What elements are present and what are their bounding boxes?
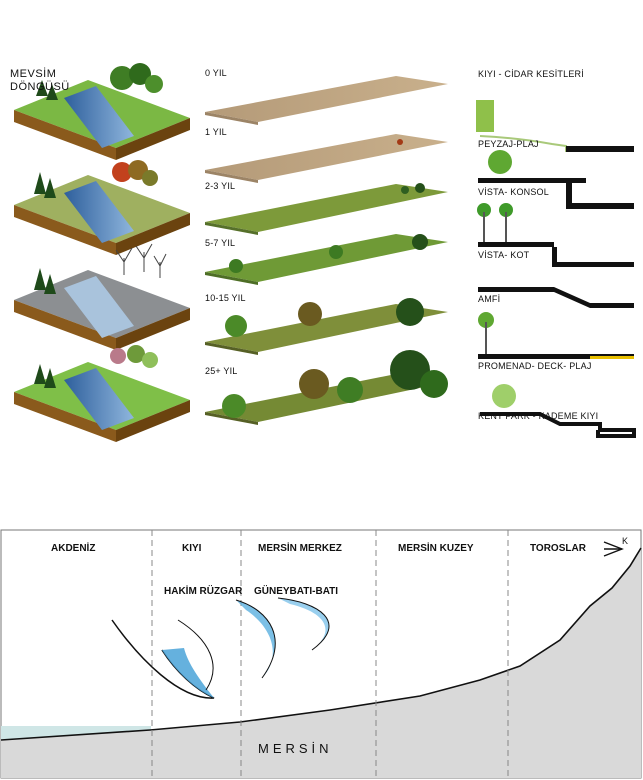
- year-label: 2-3 YIL: [205, 181, 236, 191]
- zone-label: MERSİN MERKEZ: [258, 543, 342, 554]
- season-title-line1: MEVSİM: [10, 68, 57, 80]
- growth-strip-10-15: [205, 298, 448, 355]
- year-label: 0 YIL: [205, 68, 227, 78]
- section-vista-konsol: [478, 150, 634, 209]
- year-label: 25+ YIL: [205, 366, 238, 376]
- season-block-autumn: [14, 160, 190, 255]
- zone-label: AKDENİZ: [51, 543, 96, 554]
- north-arrow-icon: [603, 541, 624, 557]
- north-label: K: [622, 536, 629, 546]
- growth-strip-25: [205, 350, 448, 425]
- section-promenad: [478, 312, 634, 359]
- growth-strip-0: [205, 76, 448, 125]
- season-growth-illustrations: [14, 63, 636, 442]
- growth-strip-1: [205, 134, 448, 183]
- section-kent-park: [480, 384, 636, 438]
- section-label: VİSTA- KOT: [478, 250, 530, 260]
- zone-label: MERSİN KUZEY: [398, 543, 474, 554]
- growth-strip-5-7: [205, 234, 448, 285]
- section-label: AMFİ: [478, 294, 501, 304]
- section-amfi: [478, 287, 634, 308]
- year-label: 1 YIL: [205, 127, 227, 137]
- section-label: VİSTA- KONSOL: [478, 187, 549, 197]
- section-label: PEYZAJ-PLAJ: [478, 139, 539, 149]
- section-label: KENT PARK - KADEME KIYI: [478, 411, 599, 421]
- year-label: 5-7 YIL: [205, 238, 236, 248]
- season-block-winter: [14, 243, 190, 350]
- growth-strip-2-3: [205, 183, 448, 235]
- season-title-line2: DÖNGÜSÜ: [10, 81, 70, 93]
- zone-label: KIYI: [182, 543, 202, 554]
- section-vista-kot: [477, 203, 634, 267]
- section-peyzaj-plaj: [476, 100, 634, 152]
- wind-direction: GÜNEYBATI-BATI: [254, 586, 339, 597]
- section-label: PROMENAD- DECK- PLAJ: [478, 361, 592, 371]
- season-block-summer: [14, 63, 190, 160]
- zone-label: TOROSLAR: [530, 543, 586, 554]
- season-block-spring: [14, 345, 190, 442]
- sections-title: KIYI - CİDAR KESİTLERİ: [478, 69, 584, 79]
- city-label: MERSİN: [258, 741, 333, 756]
- year-label: 10-15 YIL: [205, 293, 246, 303]
- wind-arrows: [111, 597, 330, 699]
- wind-label: HAKİM RÜZGAR: [164, 586, 243, 597]
